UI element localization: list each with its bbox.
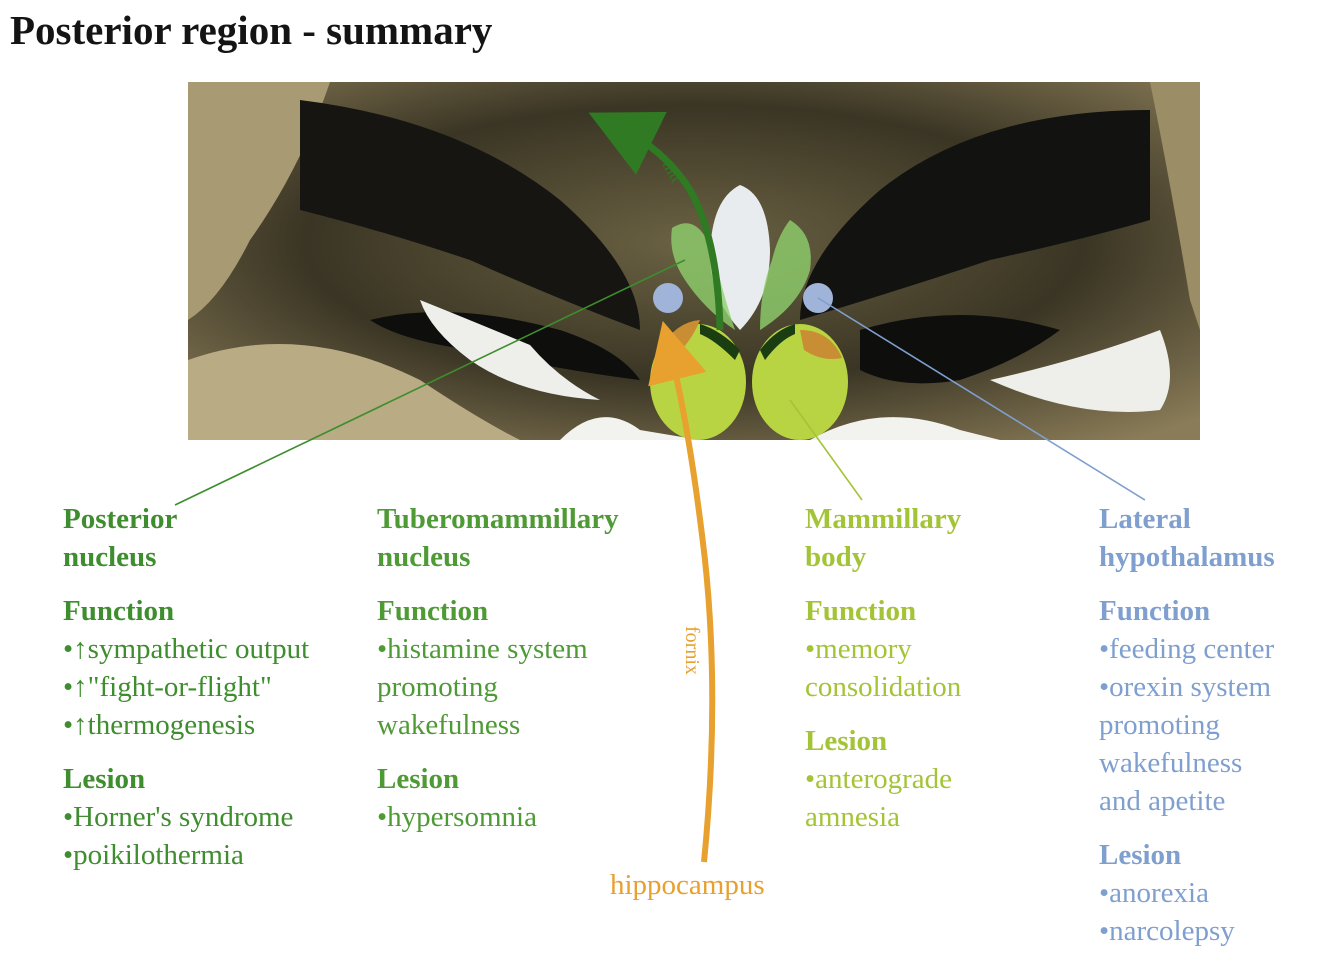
lateral-leader-line — [817, 297, 1146, 501]
mammillary-title-line-1: Mammillary — [805, 503, 962, 535]
lateral-function-heading: Function — [1099, 595, 1211, 627]
posterior-leader-line — [174, 259, 686, 506]
lateral-lesion-item: •anorexia — [1099, 877, 1209, 909]
mammillary-function-heading: Function — [805, 595, 917, 627]
posterior-nucleus-column: Posterior nucleus Function •↑sympathetic… — [63, 500, 309, 874]
left-dark-tract — [300, 100, 640, 330]
lateral-hypothalamus-left — [653, 283, 683, 313]
lateral-title-line-2: hypothalamus — [1099, 541, 1275, 573]
posterior-function-heading: Function — [63, 595, 175, 627]
right-edge-tissue — [1150, 82, 1200, 330]
lateral-function-item: promoting — [1099, 709, 1220, 741]
brain-section-image — [188, 82, 1200, 440]
left-lower-tissue — [188, 344, 520, 440]
posterior-lesion-heading: Lesion — [63, 763, 146, 795]
mammillary-body-column: Mammillary body Function •memory consoli… — [805, 500, 961, 836]
third-ventricle — [710, 185, 770, 330]
posterior-function-item: •↑sympathetic output — [63, 633, 310, 665]
tuberomammillary-lesion-heading: Lesion — [377, 763, 460, 795]
posterior-nucleus-title-line-1: Posterior — [63, 503, 178, 535]
page-title: Posterior region - summary — [10, 7, 493, 53]
posterior-function-item: •↑"fight-or-flight" — [63, 671, 272, 703]
mtt-arrow — [588, 111, 724, 331]
hippocampus-label: hippocampus — [610, 869, 765, 901]
mammillary-body-left — [650, 324, 746, 440]
right-cerebral-peduncle — [860, 315, 1060, 384]
lateral-hypothalamus-column: Lateral hypothalamus Function •feeding c… — [1099, 500, 1275, 950]
lower-white-space — [560, 417, 700, 440]
mammillary-lesion-item: amnesia — [805, 801, 901, 833]
lateral-title-line-1: Lateral — [1099, 503, 1191, 535]
posterior-nucleus-right — [760, 220, 811, 330]
lateral-function-item: wakefulness — [1099, 747, 1243, 779]
fornix-arrow — [648, 320, 716, 863]
posterior-nucleus-title-line-2: nucleus — [63, 541, 157, 573]
posterior-lesion-item: •poikilothermia — [63, 839, 244, 871]
posterior-lesion-item: •Horner's syndrome — [63, 801, 294, 833]
tuberomammillary-title-line-2: nucleus — [377, 541, 471, 573]
mammillary-body-right — [752, 324, 848, 440]
lateral-function-item: •orexin system — [1099, 671, 1272, 703]
right-dark-tract — [800, 110, 1150, 320]
left-white-cleft — [420, 300, 600, 400]
lower-white-space-right — [810, 417, 1000, 440]
tuberomammillary-function-item: wakefulness — [377, 709, 521, 741]
mammillary-lesion-item: •anterograde — [805, 763, 953, 795]
tuberomammillary-function-item: promoting — [377, 671, 498, 703]
lateral-lesion-heading: Lesion — [1099, 839, 1182, 871]
mammillary-function-item: •memory — [805, 633, 912, 665]
left-edge-tissue — [188, 82, 330, 320]
mammillary-function-item: consolidation — [805, 671, 962, 703]
lateral-function-item: and apetite — [1099, 785, 1226, 817]
tuberomammillary-function-item: •histamine system — [377, 633, 588, 665]
right-white-cleft — [990, 330, 1170, 412]
mtt-base-left — [700, 324, 740, 360]
lateral-function-item: •feeding center — [1099, 633, 1275, 665]
tuberomammillary-right — [800, 330, 842, 359]
tuberomammillary-lesion-item: •hypersomnia — [377, 801, 537, 833]
mammillary-lesion-heading: Lesion — [805, 725, 888, 757]
mammillary-title-line-2: body — [805, 541, 867, 573]
mammillary-leader-line — [789, 399, 863, 501]
posterior-function-item: •↑thermogenesis — [63, 709, 256, 741]
mtt-base-right — [760, 324, 795, 360]
tuberomammillary-function-heading: Function — [377, 595, 489, 627]
fornix-label: fornix — [681, 626, 703, 675]
tuberomammillary-title-line-1: Tuberomammillary — [377, 503, 619, 535]
lateral-lesion-item: •narcolepsy — [1099, 915, 1235, 947]
tuberomammillary-nucleus-column: Tuberomammillary nucleus Function •hista… — [377, 500, 619, 836]
